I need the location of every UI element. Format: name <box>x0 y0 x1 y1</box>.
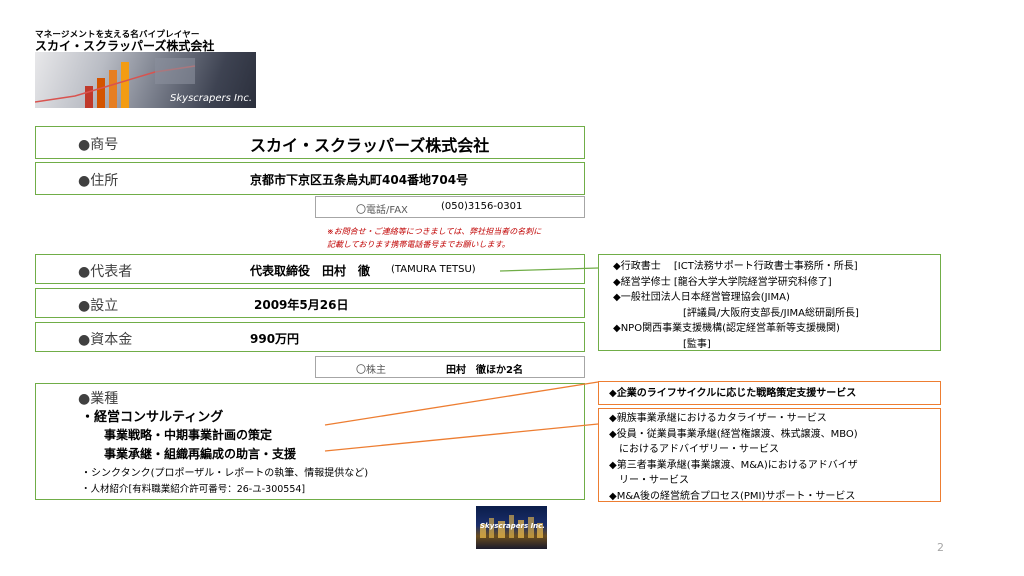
business-recruit: ・人材紹介[有料職業紹介許可番号：26-ユ-300554] <box>81 484 306 495</box>
trade-name-value: スカイ・スクラッパーズ株式会社 <box>250 136 490 155</box>
succession-line: リー・サービス <box>609 475 689 486</box>
credentials-box: ◆行政書士 [ICT法務サポート行政書士事務所・所長] ◆経営学修士 [龍谷大学… <box>598 254 941 351</box>
city-skyline <box>480 515 543 538</box>
city-night-image: Skyscrapers Inc. <box>476 506 547 549</box>
shareholders-row: 〇株主 田村 徹ほか2名 <box>315 356 585 378</box>
credential-line: ◆NPO関西事業支援機構(認定経営革新等支援機関) <box>613 323 840 334</box>
succession-services-box: ◆親族事業承継におけるカタライザー・サービス ◆役員・従業員事業承継(経営権譲渡… <box>598 408 941 502</box>
strategy-service-box: ◆企業のライフサイクルに応じた戦略策定支援サービス <box>598 381 941 405</box>
trade-name-row: ●商号 スカイ・スクラッパーズ株式会社 <box>35 126 585 159</box>
succession-line: ◆第三者事業承継(事業譲渡、M&A)におけるアドバイザ <box>609 459 858 471</box>
capital-row: ●資本金 990万円 <box>35 322 585 352</box>
shareholders-label: 〇株主 <box>356 365 386 376</box>
business-label: ●業種 <box>78 391 119 407</box>
succession-line: ◆M&A後の経営統合プロセス(PMI)サポート・サービス <box>609 490 856 502</box>
contact-note-2: 記載しております携帯電話番号までお願いします。 <box>327 240 510 249</box>
credential-line: ◆行政書士 [ICT法務サポート行政書士事務所・所長] <box>613 261 858 272</box>
business-sub1: 事業戦略・中期事業計画の策定 <box>104 428 273 442</box>
address-row: ●住所 京都市下京区五条烏丸町404番地704号 <box>35 162 585 195</box>
banner-text: Skyscrapers Inc. <box>170 93 252 104</box>
city-caption: Skyscrapers Inc. <box>480 522 545 530</box>
business-row: ●業種 ・経営コンサルティング 事業戦略・中期事業計画の策定 事業承継・組織再編… <box>35 383 585 500</box>
company-logo-text: スカイ・スクラッパーズ株式会社 <box>35 39 215 53</box>
business-think-tank: ・シンクタンク(プロポーザル・レポートの執筆、情報提供など) <box>81 468 369 479</box>
business-sub2: 事業承継・組織再編成の助言・支援 <box>104 447 297 461</box>
address-value: 京都市下京区五条烏丸町404番地704号 <box>250 173 469 187</box>
succession-line: ◆役員・従業員事業承継(経営権譲渡、株式譲渡、MBO) <box>609 428 858 440</box>
strategy-service-text: ◆企業のライフサイクルに応じた戦略策定支援サービス <box>609 388 857 399</box>
representative-row: ●代表者 代表取締役 田村 徹 (TAMURA TETSU) <box>35 254 585 284</box>
established-value: 2009年5月26日 <box>254 298 349 312</box>
capital-label: ●資本金 <box>78 332 133 348</box>
capital-value: 990万円 <box>250 332 300 346</box>
business-main: ・経営コンサルティング <box>81 410 224 425</box>
phone-row: 〇電話/FAX (050)3156-0301 <box>315 196 585 218</box>
credential-line: [監事] <box>613 338 711 350</box>
credential-line: ◆経営学修士 [龍谷大学大学院経営学研究科修了] <box>613 276 832 288</box>
credential-line: [評議員/大阪府支部長/JIMA総研副所長] <box>613 307 859 319</box>
phone-value: (050)3156-0301 <box>441 201 523 212</box>
established-row: ●設立 2009年5月26日 <box>35 288 585 318</box>
representative-label: ●代表者 <box>78 264 133 280</box>
trade-name-label: ●商号 <box>78 137 119 153</box>
succession-line: ◆親族事業承継におけるカタライザー・サービス <box>609 413 827 424</box>
banner-graphic <box>35 58 196 108</box>
representative-value: 代表取締役 田村 徹 <box>250 264 371 278</box>
address-label: ●住所 <box>78 173 119 189</box>
company-banner: Skyscrapers Inc. <box>35 52 256 108</box>
company-tagline: マネージメントを支える名バイプレイヤー <box>35 30 200 40</box>
shareholders-value: 田村 徹ほか2名 <box>446 365 523 376</box>
contact-note-1: ※お問合せ・ご連絡等につきましては、弊社担当者の名刺に <box>327 227 542 236</box>
representative-romanized: (TAMURA TETSU) <box>391 264 476 275</box>
established-label: ●設立 <box>78 298 119 314</box>
succession-line: におけるアドバイザリー・サービス <box>609 444 779 455</box>
credential-line: ◆一般社団法人日本経営管理協会(JIMA) <box>613 292 790 303</box>
phone-label: 〇電話/FAX <box>356 205 408 216</box>
page-number: 2 <box>937 541 944 554</box>
